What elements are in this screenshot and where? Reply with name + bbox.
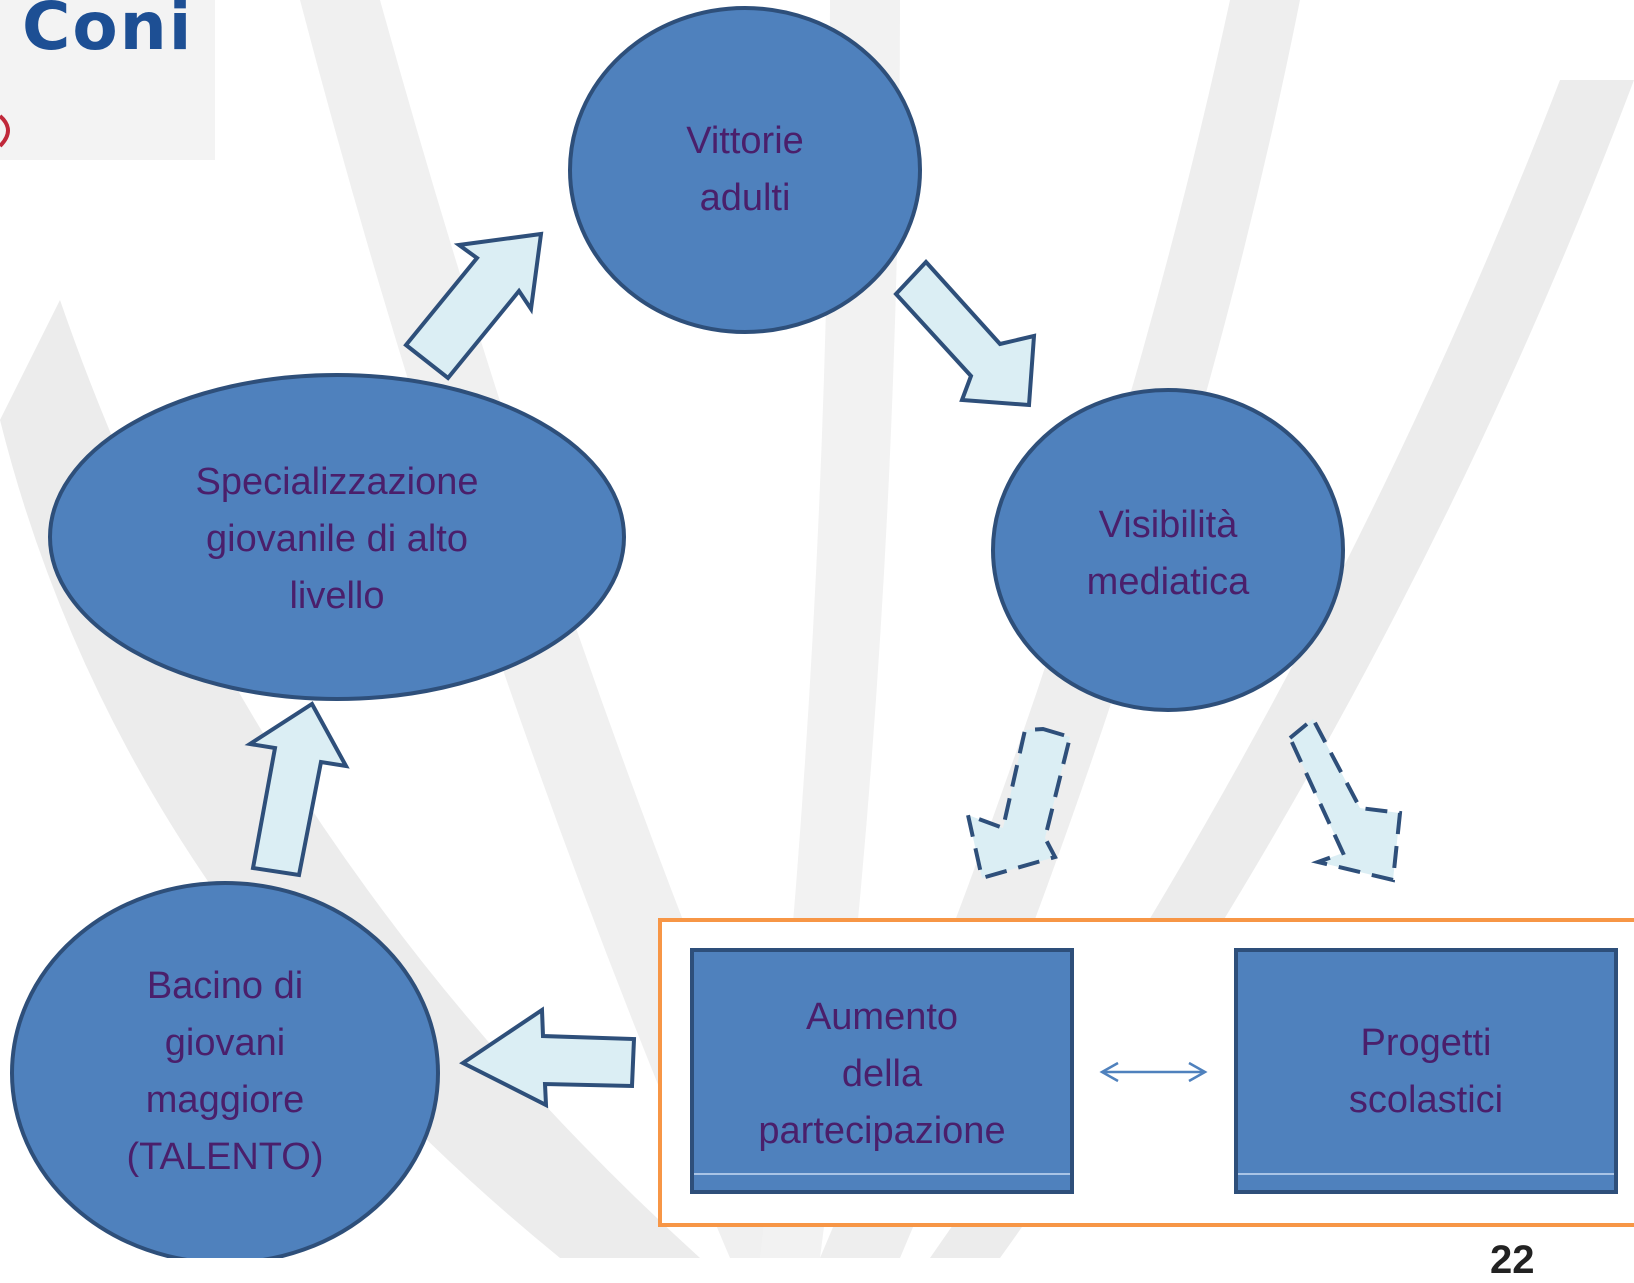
label-aumento-partecipazione: Aumento della partecipazione — [758, 995, 1006, 1152]
arrow-dashed-to-progetti — [1287, 715, 1403, 883]
page-number: 22 — [1490, 1238, 1535, 1282]
node-aumento-partecipazione — [690, 948, 1074, 1194]
node-specializzazione — [48, 373, 626, 701]
node-visibilita-mediatica — [991, 388, 1345, 712]
coni-logo: Coni — [22, 0, 194, 65]
label-progetti-scolastici: Progetti scolastici — [1348, 1022, 1504, 1121]
label-visibilita-mediatica: Visibilità mediatica — [1086, 504, 1250, 603]
logo-mark-icon — [0, 114, 10, 148]
arrow-dashed-to-aumento — [965, 726, 1073, 881]
arrow-to-vittorie — [403, 231, 544, 381]
label-specializzazione: Specializzazione giovanile di alto livel… — [195, 460, 479, 617]
label-bacino-giovani: Bacino di giovani maggiore (TALENTO) — [126, 965, 324, 1178]
node-bacino-giovani — [10, 881, 440, 1258]
arrow-to-visibilita — [893, 259, 1037, 408]
label-vittorie-adulti: Vittorie adulti — [686, 120, 804, 219]
node-progetti-scolastici — [1234, 948, 1618, 1194]
arrow-to-specializzazione — [244, 701, 350, 878]
arrow-to-bacino — [459, 1006, 637, 1109]
double-arrow-connector — [1099, 1061, 1208, 1083]
node-vittorie-adulti — [568, 6, 922, 334]
